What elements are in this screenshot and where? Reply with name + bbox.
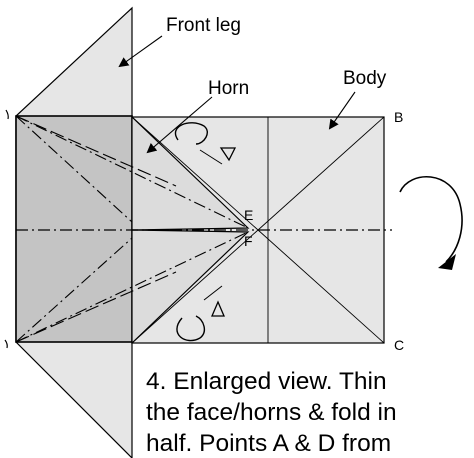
horn-upper <box>131 115 250 231</box>
thin-arrow-upper-icon <box>174 122 208 145</box>
thin-arrow-upper-head <box>219 147 237 162</box>
horn-lower <box>131 229 250 345</box>
thin-arrow-lower-icon <box>176 315 206 342</box>
horn-leader <box>146 96 213 154</box>
body-label: Body <box>343 68 387 89</box>
front-leg-label: Front leg <box>166 15 241 36</box>
head-square <box>15 115 133 343</box>
thin-arrow-upper-tail <box>199 149 223 165</box>
caption-line-2: the face/horns & fold in <box>146 399 397 426</box>
fold-in-half-arrow-icon <box>399 175 463 263</box>
caption-line-3: half. Points A & D from <box>146 430 392 457</box>
thin-arrow-lower-tail <box>203 285 223 301</box>
point-e-label: E <box>244 207 253 223</box>
fold-line-d-center <box>15 237 133 343</box>
fold-line-a-center <box>15 115 133 223</box>
point-b-label: B <box>394 109 403 125</box>
point-d-mark <box>4 339 8 349</box>
point-c-label: C <box>394 337 404 353</box>
fold-line-a-e <box>15 115 249 229</box>
point-a-mark <box>5 109 9 120</box>
fold-line-d-mid <box>15 271 177 343</box>
fold-in-half-arrowhead <box>438 254 456 270</box>
step-caption: 4. Enlarged view. Thin the face/horns & … <box>146 366 466 458</box>
caption-line-1: 4. Enlarged view. Thin <box>146 368 387 395</box>
horn-label: Horn <box>208 78 249 99</box>
fold-line-a-mid <box>15 115 177 187</box>
point-f-label: F <box>244 233 253 249</box>
thin-arrow-lower-head <box>211 300 225 317</box>
body-leader <box>328 91 356 130</box>
front-leg-leader <box>118 35 163 68</box>
